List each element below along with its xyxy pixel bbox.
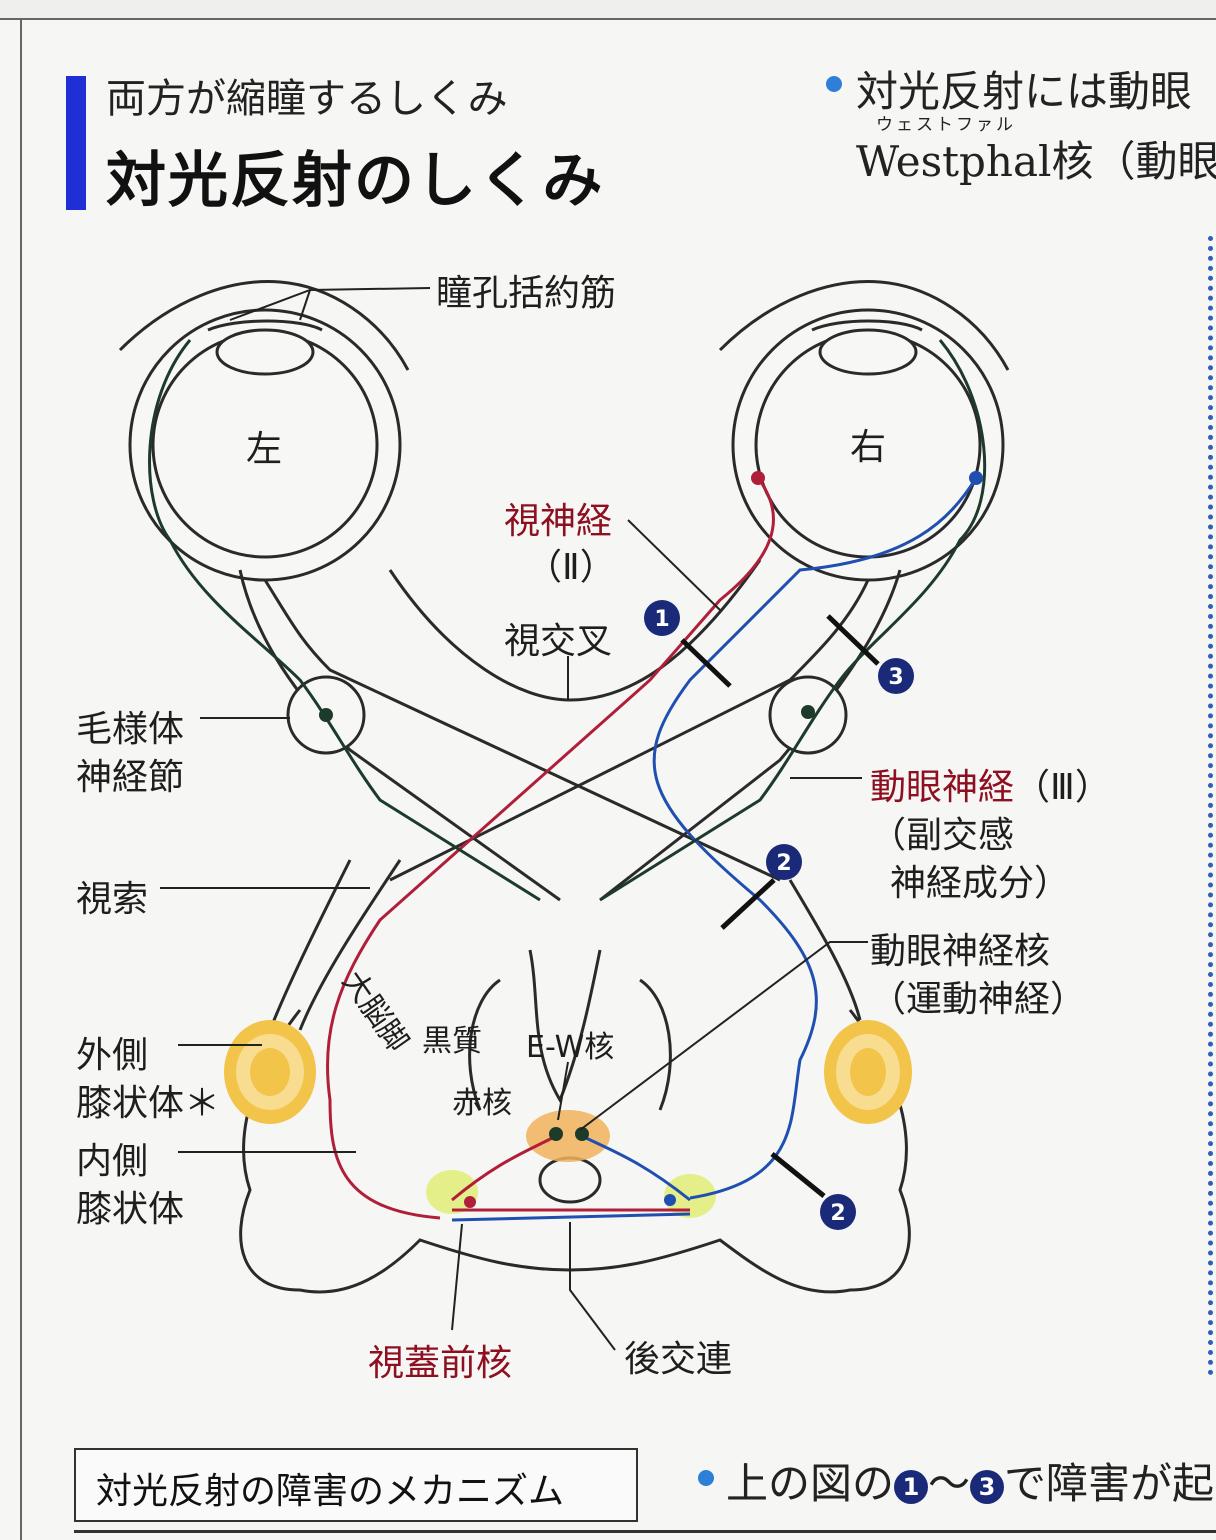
side-note-line1: 対光反射には動眼 (856, 67, 1193, 116)
label-parasympathetic-2: 神経成分） (890, 863, 1071, 904)
column-divider (1208, 236, 1213, 1376)
footer-note-prefix: 上の図の (726, 1459, 895, 1508)
label-oculomotor-nucleus-2: （運動神経） (870, 979, 1087, 1020)
label-pretectal-nucleus: 視蓋前核 (368, 1343, 513, 1384)
label-oculomotor-name: 動眼神経 (870, 767, 1015, 808)
label-lgb-1: 外側 (76, 1035, 149, 1076)
label-lgb-2: 膝状体＊ (76, 1083, 221, 1124)
right-optic-tract (788, 879, 862, 1021)
marker-1-icon: 1 (894, 1470, 929, 1504)
label-optic-nerve: 視神経 (504, 501, 613, 542)
efferent-path-left (148, 339, 541, 902)
label-substantia-nigra: 黒質 (422, 1024, 482, 1059)
bullet-icon (698, 1470, 714, 1486)
label-parasympathetic-1: （副交感 (870, 815, 1015, 856)
right-lens (818, 328, 918, 376)
left-eye-orbit (118, 280, 410, 371)
right-optic-nerve (389, 579, 870, 882)
page-left-border (20, 18, 22, 1540)
page-top-border (0, 0, 1216, 20)
label-ciliary-ganglion-2: 神経節 (76, 757, 185, 798)
title-accent-bar (66, 76, 86, 210)
left-optic-tract (298, 859, 402, 1031)
right-pretectal-nucleus (664, 1174, 716, 1218)
label-mgb-2: 膝状体 (76, 1189, 185, 1230)
left-lgb (224, 1020, 316, 1124)
section-heading-box: 対光反射の障害のメカニズム (74, 1448, 638, 1522)
footer-note-tilde: ～ (928, 1459, 971, 1508)
section-title: 対光反射のしくみ (106, 146, 605, 216)
marker-3-icon: 3 (970, 1470, 1005, 1504)
label-optic-tract: 視索 (76, 879, 149, 920)
lesion-marker-2a: 2 (776, 851, 791, 876)
left-lens (215, 328, 315, 376)
section-subtitle: 両方が縮瞳するしくみ (106, 76, 508, 122)
bullet-icon (826, 76, 842, 92)
label-red-nucleus: 赤核 (452, 1086, 512, 1121)
left-optic-nerve (263, 579, 781, 882)
label-optic-nerve-number: （Ⅱ） (526, 547, 616, 588)
right-lgb (824, 1020, 912, 1124)
footer-note-suffix: で障害が起 (1004, 1459, 1215, 1508)
label-optic-chiasm: 視交叉 (504, 621, 613, 662)
lesion-markers (644, 600, 914, 1230)
label-ew-nucleus: E-W核 (526, 1030, 615, 1065)
label-oculomotor-number: （Ⅲ） (1014, 767, 1111, 808)
lesion-marker-3: 3 (888, 665, 903, 690)
bottom-rule (74, 1530, 1216, 1533)
efferent-path-right (599, 339, 987, 902)
label-oculomotor-nerve: 動眼神経（Ⅲ） (870, 758, 1111, 810)
afferent-blue-path (652, 477, 978, 1200)
aqueduct (538, 1156, 602, 1204)
label-right-eye: 右 (850, 427, 887, 468)
label-left-eye: 左 (246, 429, 283, 470)
label-oculomotor-nucleus-1: 動眼神経核 (870, 931, 1051, 972)
label-ciliary-ganglion-1: 毛様体 (76, 709, 185, 750)
label-mgb-1: 内側 (76, 1141, 149, 1182)
lesion-marker-2b: 2 (830, 1201, 845, 1226)
ruby-reading: ウェストファル (876, 115, 1016, 135)
afferent-red-path (326, 477, 775, 1220)
side-note-line2: Westphal核（動眼 (856, 137, 1216, 186)
label-posterior-commissure: 後交連 (624, 1339, 733, 1380)
lesion-marker-1: 1 (654, 607, 669, 632)
right-eye-orbit (718, 280, 1010, 371)
label-pupillary-sphincter: 瞳孔括約筋 (436, 273, 617, 314)
section-heading: 対光反射の障害のメカニズム (96, 1471, 565, 1512)
